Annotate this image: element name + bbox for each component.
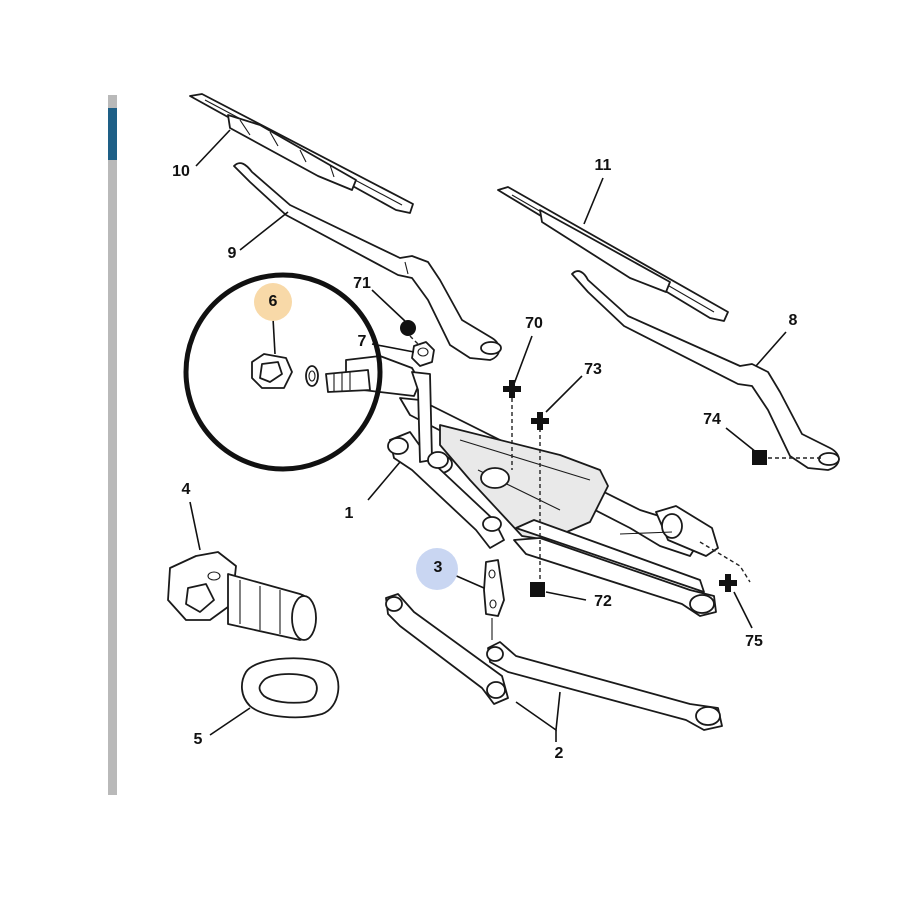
leader-71 [371, 289, 407, 323]
label-74: 74 [703, 411, 721, 428]
dash-75 [699, 541, 751, 583]
label-5: 5 [194, 731, 203, 748]
leader-5 [209, 707, 251, 736]
circle-marker-71 [400, 320, 416, 336]
leader-10 [195, 129, 231, 167]
leader-73 [545, 375, 583, 413]
label-71: 71 [353, 275, 371, 292]
leader-7 [371, 343, 415, 353]
leader-8 [755, 331, 787, 367]
wiper-motor [167, 551, 317, 641]
label-2: 2 [555, 745, 564, 762]
leader-75 [733, 591, 753, 629]
leader-74 [725, 427, 757, 453]
link-bracket [483, 559, 505, 640]
plus-marker-70 [503, 380, 521, 398]
leader-1 [367, 461, 401, 501]
wiper-blade-right [497, 186, 729, 322]
label-1: 1 [345, 505, 354, 522]
label-9: 9 [228, 245, 237, 262]
label-4: 4 [182, 481, 191, 498]
leader-3 [451, 573, 485, 589]
label-8: 8 [789, 312, 798, 329]
frame-accent [108, 108, 117, 160]
square-marker-74 [752, 450, 767, 465]
label-70: 70 [525, 315, 543, 332]
label-10: 10 [172, 163, 190, 180]
leader-70 [513, 335, 533, 385]
wiper-blade-left [189, 93, 414, 214]
plus-marker-73 [531, 412, 549, 430]
leader-72 [545, 591, 587, 601]
frame-bar [108, 95, 117, 795]
plus-marker-75 [719, 574, 737, 592]
wiper-arm-left [233, 162, 502, 361]
connecting-rods [385, 593, 723, 731]
pivot-cap-nut [251, 353, 319, 389]
dash-71 [409, 335, 421, 347]
label-75: 75 [745, 633, 763, 650]
pivot-grommet [411, 341, 435, 367]
label-11: 11 [595, 157, 612, 174]
label-3: 3 [434, 559, 443, 576]
highlight-bubble-6 [254, 283, 292, 321]
label-72: 72 [594, 593, 612, 610]
leader-2 [515, 691, 561, 732]
label-73: 73 [584, 361, 602, 378]
leader-6 [272, 317, 276, 355]
linkage-frame [325, 355, 719, 617]
motor-seal [241, 657, 340, 719]
wiper-arm-right [571, 270, 840, 471]
leader-9 [239, 211, 289, 251]
leader-11 [583, 177, 604, 225]
label-7: 7 [358, 333, 367, 350]
square-marker-72 [530, 582, 545, 597]
leader-4 [189, 501, 201, 551]
detail-callout-circle [183, 272, 383, 472]
label-6: 6 [269, 293, 278, 310]
highlight-bubble-3 [416, 548, 458, 590]
